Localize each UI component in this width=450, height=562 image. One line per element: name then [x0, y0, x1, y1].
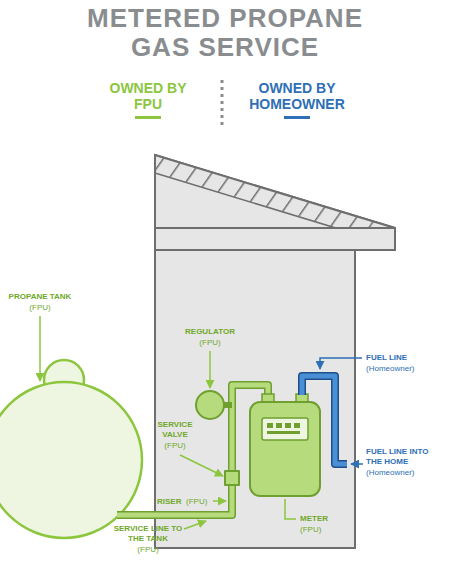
owner-note: (FPU): [145, 441, 205, 451]
legend-text: OWNED BY FPU: [98, 80, 198, 112]
leader-lines: [40, 316, 363, 529]
divider: [221, 80, 224, 126]
owner-note: (FPU): [0, 303, 80, 313]
owner-note: (FPU): [186, 497, 212, 507]
service-piping: [117, 385, 268, 515]
part-label: FUEL LINE: [366, 353, 446, 363]
gas-meter: [250, 394, 320, 496]
legend-text: OWNED BY HOMEOWNER: [241, 80, 353, 112]
part-label: METER: [300, 514, 350, 524]
owner-note: (FPU): [170, 338, 250, 348]
owner-note: (FPU): [110, 545, 186, 555]
part-label: RISER: [157, 497, 187, 507]
part-label: FUEL LINE INTO THE HOME: [366, 447, 446, 467]
legend-swatch: [284, 116, 310, 119]
owner-note: (Homeowner): [366, 364, 446, 374]
legend-swatch: [135, 116, 161, 119]
owner-note: (FPU): [300, 525, 350, 535]
part-label: SERVICE VALVE: [145, 420, 205, 440]
owner-note: (Homeowner): [366, 468, 446, 478]
part-label: REGULATOR: [170, 327, 250, 337]
part-label: PROPANE TANK: [0, 292, 80, 302]
house: [155, 155, 395, 548]
fuel-line: [302, 376, 347, 464]
part-label: SERVICE LINE TO THE TANK: [110, 524, 186, 544]
title: METERED PROPANE GAS SERVICE: [65, 4, 385, 62]
